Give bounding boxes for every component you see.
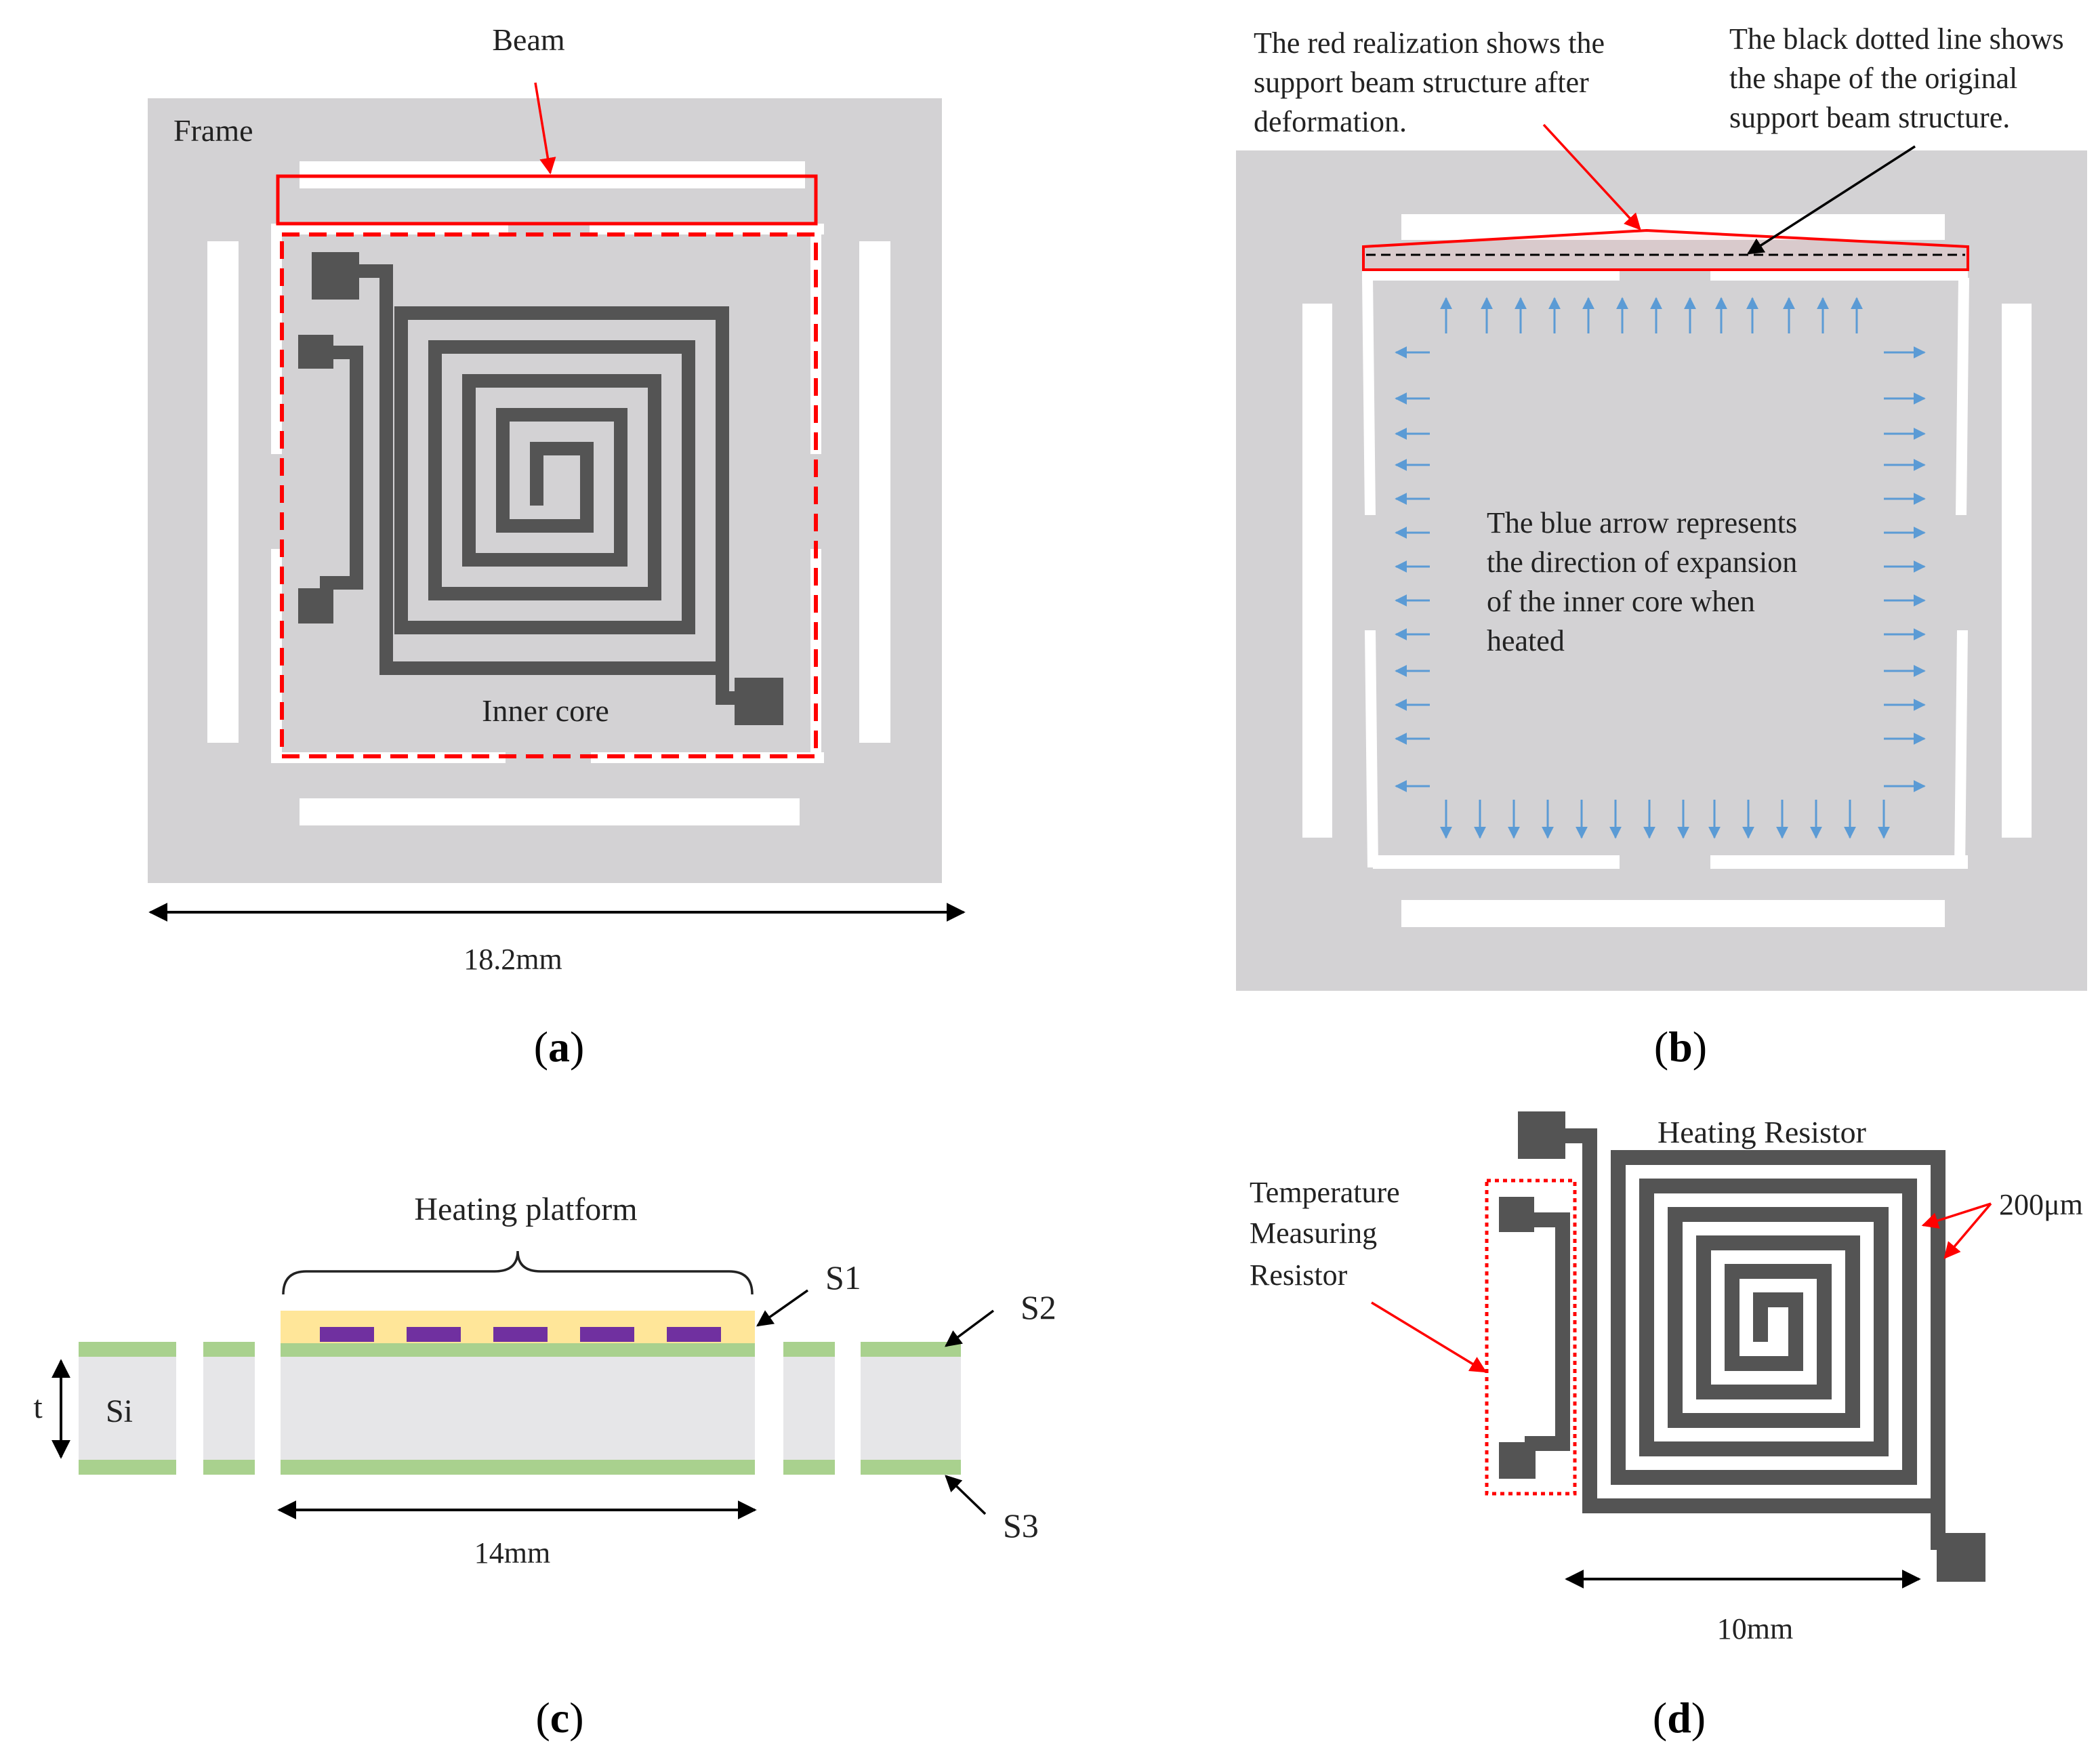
spiral-resistor-icon <box>298 252 783 725</box>
beam-label: Beam <box>492 22 565 57</box>
black-note: The black dotted line shows the shape of… <box>1729 22 2072 134</box>
caption-d: (d) <box>1653 1694 1706 1742</box>
red-note: The red realization shows the support be… <box>1254 26 1612 138</box>
silicon-cross-section <box>79 1311 961 1475</box>
caption-b: (b) <box>1654 1023 1707 1071</box>
inner-core-outline <box>280 232 818 758</box>
inner-slot-bottom-right <box>1710 855 1968 869</box>
inner-slot-bottom-right <box>591 752 824 763</box>
platform-label: Heating platform <box>414 1191 637 1227</box>
black-arrow-icon <box>1746 145 1916 255</box>
slot-bottom <box>1401 900 1945 927</box>
t-label: t <box>33 1389 43 1425</box>
blue-note: The blue arrow represents the direction … <box>1487 506 1805 657</box>
s1-arrow-icon <box>756 1289 809 1327</box>
panel-a: Beam Frame Inner core 18.2mm (a) <box>148 22 966 1071</box>
inner-core-label: Inner core <box>482 693 609 728</box>
inner-slot-right-bottom <box>1954 630 1968 867</box>
panel-b: The red realization shows the support be… <box>1236 22 2087 1071</box>
s2-arrow-icon <box>945 1309 995 1347</box>
beam-highlight <box>276 174 818 226</box>
width-label: 200μm <box>1999 1188 2083 1221</box>
slot-bottom <box>300 798 800 825</box>
expansion-arrows <box>1395 297 1926 839</box>
s3-arrow-icon <box>945 1475 987 1515</box>
dimension-label: 10mm <box>1717 1612 1793 1645</box>
inner-slot-right-top <box>810 230 821 454</box>
width-arrow-icon-2 <box>1943 1202 1992 1259</box>
s2-label: S2 <box>1021 1288 1056 1326</box>
temp-label: Temperature Measuring Resistor <box>1250 1176 1407 1292</box>
s1-label: S1 <box>825 1258 861 1296</box>
inner-slot-right-top <box>1956 278 1969 515</box>
inner-slot-top-right <box>590 224 824 234</box>
slot-right <box>2002 304 2032 838</box>
slot-left <box>1302 304 1332 838</box>
heating-label: Heating Resistor <box>1658 1115 1866 1149</box>
dimension-label: 18.2mm <box>464 943 562 976</box>
frame <box>148 98 942 883</box>
slot-left <box>207 241 239 743</box>
width-arrow-icon-1 <box>1921 1202 1992 1229</box>
deformed-beam <box>1362 228 1969 271</box>
inner-slot-left-top <box>271 230 282 454</box>
s3-label: S3 <box>1003 1507 1039 1544</box>
red-arrow-icon <box>1542 123 1641 230</box>
inner-slot-left-top <box>1362 278 1376 515</box>
inner-slot-top-right <box>1710 271 1968 281</box>
frame-label: Frame <box>173 113 253 148</box>
spiral-resistor-icon <box>1499 1111 1985 1582</box>
inner-slot-top-left <box>1362 271 1620 281</box>
caption-c: (c) <box>535 1694 583 1742</box>
inner-slot-bottom-left <box>1373 855 1620 869</box>
slot-right <box>859 241 890 743</box>
caption-a: (a) <box>534 1023 585 1071</box>
slot-top <box>1401 214 1945 240</box>
panel-d: Heating Resistor Temperature Measuring R… <box>1250 1111 2083 1742</box>
temp-arrow-icon <box>1371 1301 1487 1373</box>
inner-slot-left-bottom <box>1365 630 1378 867</box>
inner-slot-top-left <box>271 224 508 234</box>
dimension-label: 14mm <box>474 1536 550 1570</box>
temp-resistor-outline <box>1485 1179 1577 1496</box>
inner-slot-left-bottom <box>271 549 282 759</box>
si-label: Si <box>106 1393 133 1429</box>
panel-c: Heating platform S1 S2 S3 Si t 14mm (c) <box>33 1191 1056 1742</box>
inner-slot-bottom-left <box>271 752 506 763</box>
beam-arrow-icon <box>534 82 556 175</box>
brace-icon <box>282 1250 754 1295</box>
